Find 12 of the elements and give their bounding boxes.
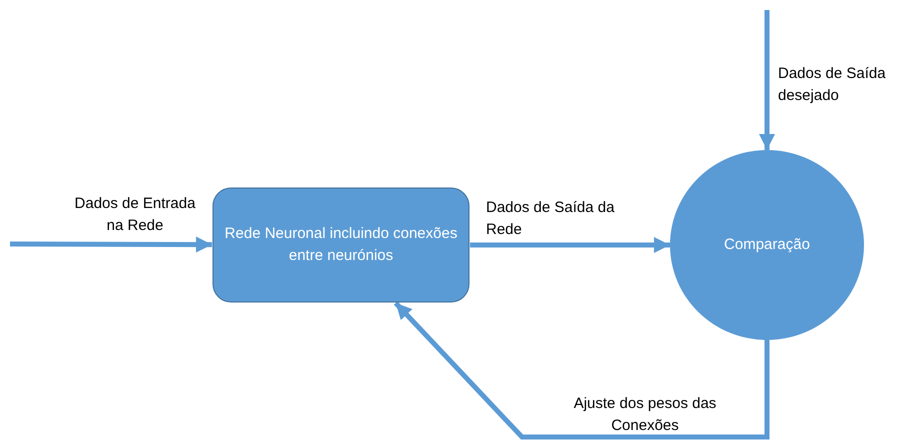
edge-label: Dados de Entrada na Rede	[74, 194, 196, 236]
edge-label: Dados de Saída desejado	[778, 64, 887, 106]
node-label: Rede Neuronal incluindo conexões entre neurónios	[224, 224, 458, 266]
node-label: Comparação	[723, 235, 811, 256]
process-box	[212, 187, 470, 303]
arrow	[10, 236, 212, 253]
comparison-ellipse	[670, 150, 864, 340]
arrow	[470, 237, 670, 253]
arrow	[759, 10, 775, 150]
arrow	[394, 301, 770, 440]
edge-label: Ajuste dos pesos das Conexões	[572, 394, 718, 436]
edge-label: Dados de Saída da Rede	[486, 198, 616, 240]
